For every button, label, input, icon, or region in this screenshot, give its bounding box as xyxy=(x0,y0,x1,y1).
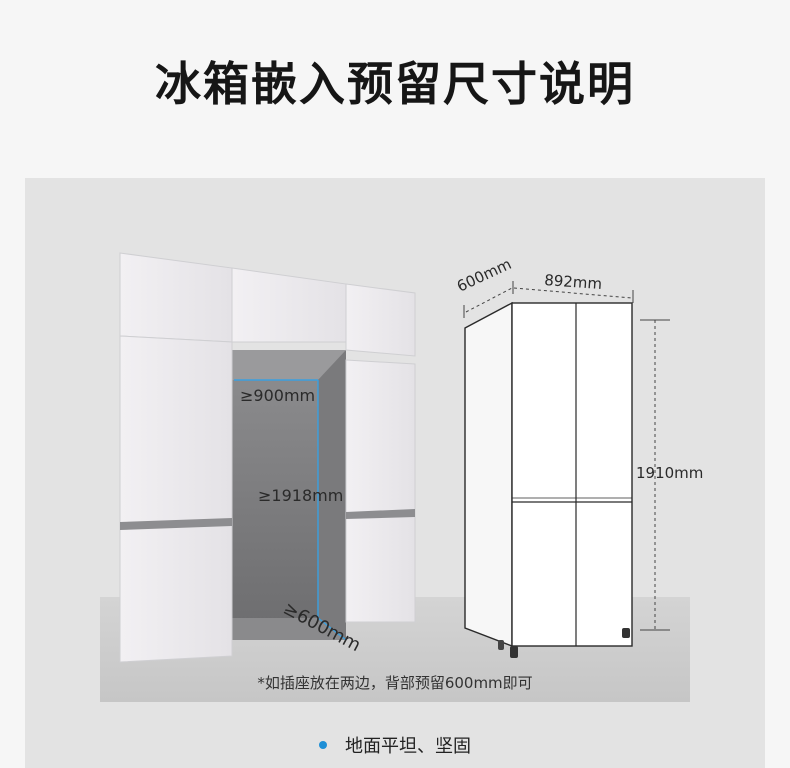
fridge-height-label: 1910mm xyxy=(636,464,703,482)
fridge-width-label: 892mm xyxy=(544,271,603,293)
niche-height-label: ≥1918mm xyxy=(258,486,343,505)
niche-guide-lines xyxy=(234,379,347,641)
fridge-dimension-lines xyxy=(465,287,656,630)
requirement-list-item: 地面平坦、坚固 xyxy=(0,732,790,758)
fridge-dimension-ticks xyxy=(463,281,670,631)
page-title: 冰箱嵌入预留尺寸说明 xyxy=(155,57,635,111)
outlet-note: *如插座放在两边，背部预留600mm即可 xyxy=(257,674,533,692)
cabinet xyxy=(119,252,416,663)
requirement-text: 地面平坦、坚固 xyxy=(345,736,471,757)
niche-width-label: ≥900mm xyxy=(240,386,315,405)
bullet-dot-icon xyxy=(319,741,327,749)
fridge-depth-label: 600mm xyxy=(454,255,514,296)
refrigerator xyxy=(464,301,633,658)
